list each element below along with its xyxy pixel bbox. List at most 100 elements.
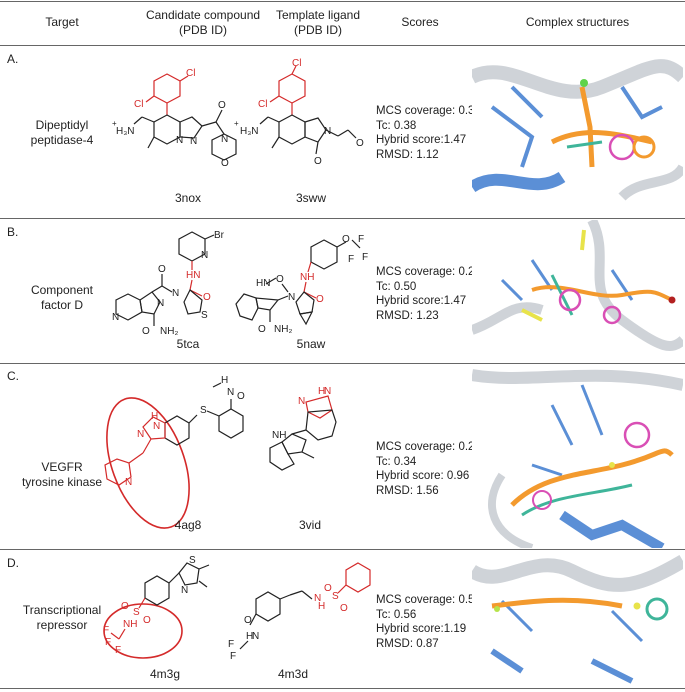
atom-n: N [324, 386, 331, 397]
score-mcs: MCS coverage: 0.30 [376, 105, 481, 117]
score-rmsd: RMSD: 0.87 [376, 637, 439, 650]
scores-c: MCS coverage: 0.21 Tc: 0.34 Hybrid score… [376, 440, 481, 498]
template-id-b: 5naw [296, 337, 326, 351]
atom-s: S [133, 607, 140, 618]
candidate-structure-4m3g: S N S O O NH F F F [103, 555, 210, 659]
atom-o: O [121, 601, 129, 612]
atom-n: N [252, 631, 259, 642]
score-tc: Tc: 0.38 [376, 119, 417, 132]
atom-s: S [200, 405, 207, 416]
candidate-id-c: 4ag8 [174, 518, 202, 532]
atom-h: H [318, 386, 325, 397]
row-letter-a: A. [7, 52, 19, 66]
atom-nh: NH [300, 272, 314, 283]
score-tc: Tc: 0.34 [376, 455, 417, 468]
atom-o: O [142, 326, 150, 337]
atom-o: O [203, 292, 211, 303]
atom-n: N [314, 593, 321, 604]
atom-s: S [201, 310, 208, 321]
candidate-structure-4ag8: H N O S H N N N [104, 375, 245, 529]
atom-h: H [151, 411, 158, 422]
target-name-c: VEGFR tyrosine kinase [21, 460, 103, 489]
atom-s: S [332, 591, 339, 602]
atom-f: F [358, 234, 364, 245]
atom-o: O [316, 294, 324, 305]
template-structure-3vid: H N N NH [269, 386, 337, 471]
complex-structure-d [472, 551, 683, 687]
score-rmsd: RMSD: 1.12 [376, 148, 439, 161]
candidate-id-b: 5tca [176, 337, 200, 351]
atom-n: N [112, 312, 119, 323]
score-hybrid: Hybrid score:1.47 [376, 295, 467, 307]
header-rule [0, 45, 685, 46]
atom-n: N [201, 250, 208, 261]
bottom-rule [0, 688, 685, 689]
atom-cl: Cl [134, 99, 143, 110]
atom-n: N [137, 429, 144, 440]
top-rule [0, 1, 685, 2]
atom-o: O [244, 615, 252, 626]
header-candidate: Candidate compound (PDB ID) [145, 7, 261, 37]
atom-n: N [176, 135, 183, 146]
atom-nh: NH [272, 430, 286, 441]
atom-br: Br [214, 230, 225, 241]
atom-f: F [348, 254, 354, 265]
atom-cl: Cl [258, 99, 267, 110]
score-hybrid: Hybrid score: 0.96 [376, 470, 470, 482]
row-rule-b [0, 363, 685, 364]
candidate-structure-5tca: Br N HN O S N O N N O NH₂ [112, 230, 225, 337]
header-target: Target [45, 15, 79, 29]
template-id-a: 3sww [295, 191, 326, 205]
template-id-c: 3vid [298, 518, 321, 532]
atom-n: N [227, 387, 234, 398]
atom-n: N [125, 477, 132, 488]
atom-o: O [237, 391, 245, 402]
row-letter-b: B. [7, 225, 19, 239]
atom-f: F [105, 637, 111, 648]
atom-n: N [157, 298, 164, 309]
template-id-d: 4m3d [277, 667, 309, 681]
atom-n: N [221, 134, 228, 145]
atom-n: N [288, 292, 295, 303]
atom-s: S [189, 555, 196, 566]
atom-h: H [318, 601, 325, 612]
atom-o: O [143, 615, 151, 626]
score-mcs: MCS coverage: 0.21 [376, 441, 481, 453]
atom-f: F [103, 625, 109, 636]
candidate-structure-3nox: Cl Cl H₃N + O N N N O [112, 68, 237, 169]
atom-hn: HN [256, 278, 270, 289]
target-name-d: Transcriptional repressor [22, 603, 102, 632]
atom-f: F [228, 639, 234, 650]
atom-h: H [221, 375, 228, 386]
complex-structure-b [472, 220, 683, 362]
atom-n: N [298, 396, 305, 407]
atom-h3n: H₃N [240, 126, 259, 137]
atom-n: N [190, 136, 197, 147]
score-mcs: MCS coverage: 0.54 [376, 594, 481, 606]
header-template: Template ligand (PDB ID) [275, 7, 361, 37]
header-scores: Scores [401, 15, 439, 29]
score-hybrid: Hybrid score:1.47 [376, 134, 467, 146]
atom-o: O [158, 264, 166, 275]
score-tc: Tc: 0.50 [376, 280, 417, 293]
atom-f: F [362, 252, 368, 263]
scores-a: MCS coverage: 0.30 Tc: 0.38 Hybrid score… [376, 104, 481, 162]
target-name-a: Dipeptidyl peptidase-4 [30, 118, 94, 147]
complex-structure-a [472, 47, 683, 217]
template-structure-3sww: Cl Cl O N O H₃N + [234, 58, 364, 167]
atom-o: O [314, 156, 322, 167]
atom-nh: NH [123, 619, 137, 630]
atom-h3n: H₃N [116, 126, 135, 137]
template-structure-4m3d: S O O H N O H N F F [228, 562, 371, 662]
atom-f: F [115, 645, 121, 656]
atom-n: N [324, 126, 331, 137]
atom-hn: HN [186, 270, 200, 281]
template-structure-5naw: O F F F NH O N O HN O NH₂ [235, 234, 368, 335]
score-hybrid: Hybrid score:1.19 [376, 623, 467, 635]
row-letter-d: D. [7, 556, 19, 570]
row-rule-c [0, 549, 685, 550]
atom-o: O [218, 100, 226, 111]
row-letter-c: C. [7, 369, 19, 383]
atom-nh2: NH₂ [274, 324, 292, 335]
atom-o: O [324, 583, 332, 594]
